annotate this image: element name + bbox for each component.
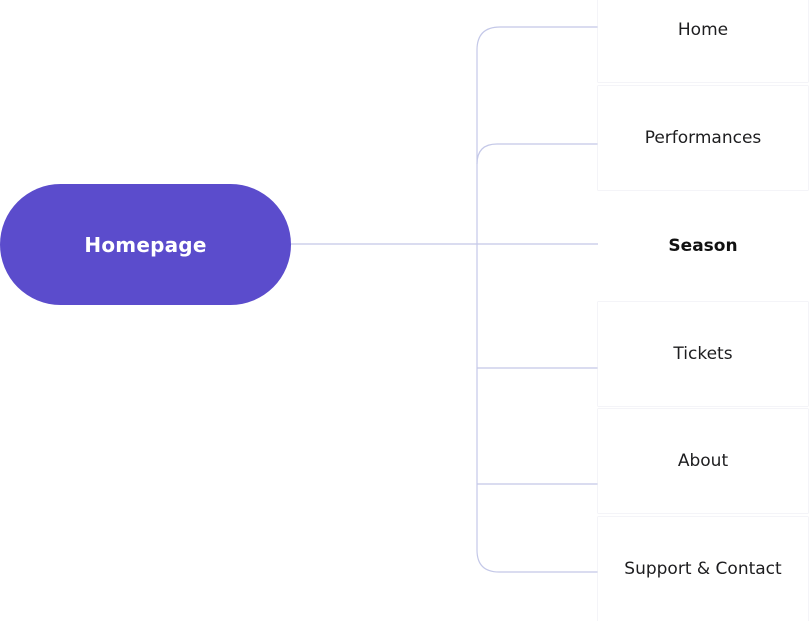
nav-item-label: Home [677, 20, 729, 40]
nav-item-label: Season [668, 236, 738, 256]
nav-item-label: Support & Contact [624, 559, 782, 579]
nav-item-tickets[interactable]: Tickets [598, 302, 808, 406]
nav-item-label: Performances [644, 128, 762, 148]
nav-item-label: Tickets [673, 344, 733, 364]
connector-lines [291, 26, 598, 573]
nav-item-home[interactable]: Home [598, 0, 808, 82]
nav-item-about[interactable]: About [598, 409, 808, 513]
nav-item-season[interactable]: Season [598, 194, 808, 298]
branch-home [476, 26, 598, 51]
nav-item-support-contact[interactable]: Support & Contact [598, 517, 808, 621]
nav-item-label: About [677, 451, 729, 471]
nav-item-performances[interactable]: Performances [598, 86, 808, 190]
root-node-label: Homepage [84, 232, 207, 257]
root-node-homepage[interactable]: Homepage [0, 184, 291, 305]
branch-performances [476, 143, 598, 165]
branch-support [476, 549, 598, 573]
